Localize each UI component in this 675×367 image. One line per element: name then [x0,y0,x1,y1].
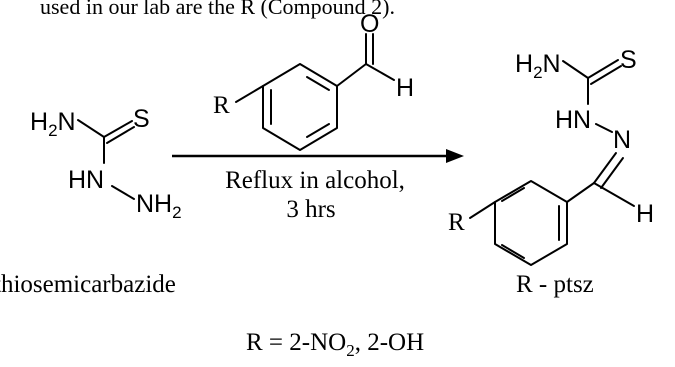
conditions-line-1: Reflux in alcohol, [225,167,405,194]
conditions-line-2: 3 hrs [286,196,335,223]
product-r-label: R [448,209,465,236]
bond-n-n [111,185,135,200]
bond-r-ring [235,85,264,103]
product-n-label: N [613,126,631,154]
bond-c-h [593,182,635,207]
aldehyde-h-label: H [396,74,414,102]
product-name: R - ptsz [516,271,594,298]
bond-c-s-1 [103,120,133,138]
bond-c-ring [566,182,595,203]
benzaldehyde-structure: O H R [213,10,414,151]
substituent-definition: R = 2-NO2, 2-OH [246,329,424,360]
product-hn-label: HN [555,106,591,134]
bond-c-n-double-1 [593,152,617,184]
aldehyde-o-label: O [360,10,379,38]
bond-c-s-2 [106,126,135,144]
reactant-s-label: S [133,105,150,133]
reactant-name: thiosemicarbazide [0,271,176,298]
top-caption: used in our lab are the R (Compound 2). [40,0,395,19]
product-s-label: S [620,46,637,74]
reactant-hn-label: HN [68,166,104,194]
bond-n-n [595,123,613,133]
product-h-label: H [636,200,654,228]
product-structure: H2N S HN N H R [448,46,654,266]
bond-c-n-double-2 [600,157,624,189]
reactant-nh2-tail-label: NH2 [136,190,182,222]
thiosemicarbazide-structure: H2N S HN NH2 [30,105,182,222]
bond-c-h [365,63,395,81]
bond-c-s-1 [587,59,619,79]
bond-c-s-2 [590,65,622,85]
aldehyde-r-label: R [213,92,230,119]
bond-r-ring [469,201,496,219]
bond-n-c [562,60,589,79]
bond-n-c [77,119,105,138]
reactant-nh2-label: H2N [30,108,76,140]
reaction-arrow [172,149,464,163]
bond-ring-cho [336,63,367,87]
product-nh2-label: H2N [515,50,561,82]
